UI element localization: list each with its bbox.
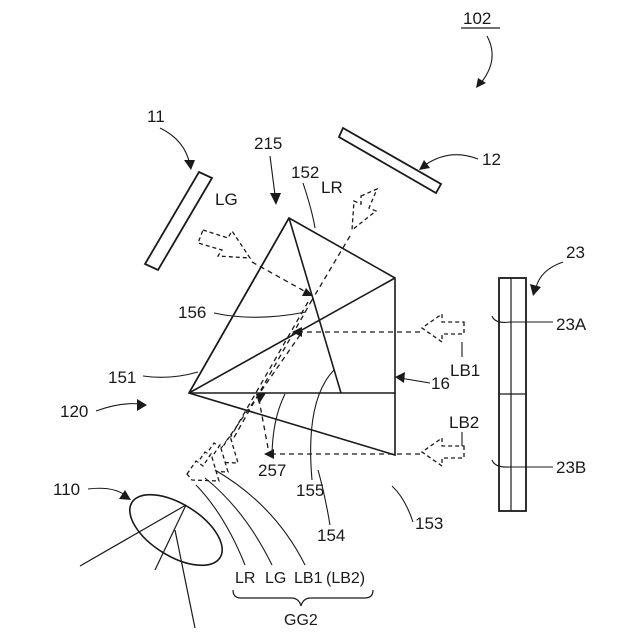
beam-LG-input-arrow [198, 230, 250, 258]
leader-215 [270, 156, 275, 195]
leader-16 [400, 378, 430, 383]
label-out-LR: LR [235, 570, 255, 587]
arrowhead-16 [395, 372, 405, 383]
arrowhead-215 [270, 193, 281, 205]
leader-11 [160, 128, 190, 165]
label-12: 12 [482, 150, 501, 169]
label-16: 16 [431, 374, 450, 393]
label-120: 120 [60, 402, 88, 421]
beam-LG-path [252, 262, 306, 292]
panel-12 [339, 128, 441, 193]
label-155: 155 [296, 481, 324, 500]
label-154: 154 [317, 526, 345, 545]
label-GG2: GG2 [284, 612, 318, 629]
beam-LB2-input-arrow [422, 438, 464, 466]
arrowhead-110 [119, 490, 131, 500]
leader-out-LR [196, 485, 245, 565]
leader-257 [272, 394, 285, 458]
leader-23 [536, 262, 563, 288]
leader-151 [143, 372, 198, 377]
leader-152 [303, 183, 315, 228]
arrowhead-120 [137, 399, 147, 411]
arrowhead-12 [419, 160, 430, 170]
label-215: 215 [254, 134, 282, 153]
leader-out-LG [205, 478, 272, 565]
leader-110 [88, 488, 125, 495]
figure-number-leader [480, 36, 492, 84]
label-156: 156 [178, 303, 206, 322]
label-23A: 23A [556, 315, 587, 334]
leader-120 [96, 404, 140, 411]
label-LG-input: LG [215, 190, 238, 209]
group-brace [233, 590, 373, 606]
beam-LR-input-arrow [352, 189, 377, 230]
label-257: 257 [258, 461, 286, 480]
label-23: 23 [566, 243, 585, 262]
label-152: 152 [291, 163, 319, 182]
leader-155 [311, 370, 334, 480]
beam-LB2-reflect-head [256, 393, 266, 404]
label-23B: 23B [556, 458, 586, 477]
leader-12 [425, 155, 478, 165]
panel-11 [145, 172, 212, 270]
label-out-LG: LG [265, 570, 286, 587]
beam-LR-path [312, 236, 350, 300]
leader-156 [214, 312, 306, 317]
leader-out-LB1 [215, 470, 305, 565]
label-LB2: LB2 [449, 413, 479, 432]
figure-number-arrowhead [476, 78, 486, 88]
prism-inner-face-155 [289, 218, 341, 393]
label-151: 151 [108, 368, 136, 387]
label-out-LB1: LB1 [294, 570, 323, 587]
label-LB1: LB1 [450, 361, 480, 380]
beam-LB1-input-arrow [422, 314, 464, 342]
label-153: 153 [415, 514, 443, 533]
eye-lens-110 [118, 480, 234, 579]
arrowhead-11 [184, 160, 195, 170]
arrowhead-23 [530, 284, 541, 296]
eye-ray-3 [175, 530, 195, 628]
label-11: 11 [147, 107, 165, 126]
leader-153 [392, 486, 413, 522]
label-110: 110 [53, 480, 80, 499]
label-out-LB2: (LB2) [326, 570, 365, 587]
figure-number: 102 [463, 9, 491, 28]
label-LR-input: LR [321, 178, 343, 197]
